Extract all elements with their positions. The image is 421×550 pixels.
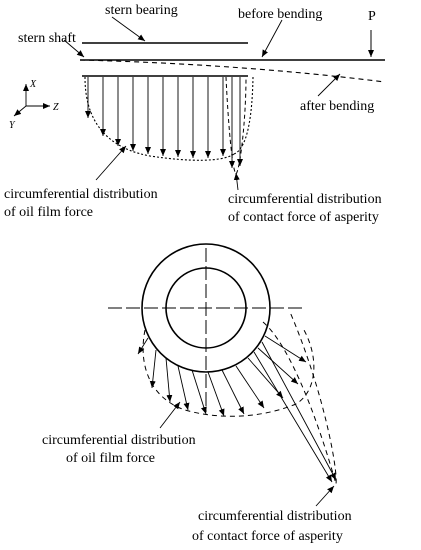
after-bending-label: after bending	[300, 99, 374, 114]
oil-film-envelope-bottom	[142, 329, 315, 417]
axis-y-label: Y	[9, 120, 16, 131]
oil-film-envelope	[84, 76, 235, 161]
oil-film-tail	[233, 76, 254, 155]
oil-film-top-label-1: circumferential distribution	[4, 187, 158, 202]
bearing-outer-circle	[141, 243, 271, 373]
radial-arrow	[221, 369, 245, 415]
radial-arrow	[177, 365, 190, 411]
axis-x-label: X	[29, 79, 37, 90]
asperity-envelope-top	[225, 76, 247, 175]
oil-film-force-arrows	[85, 77, 226, 158]
oil-film-top-label-2: of oil film force	[4, 205, 93, 220]
oil-film-bottom-leader	[159, 401, 181, 429]
asperity-bottom-leader	[315, 485, 335, 507]
radial-arrow	[257, 347, 299, 385]
radial-arrow	[235, 365, 265, 409]
asperity-force-bottom	[253, 341, 337, 483]
stern-bearing-leader	[111, 16, 146, 42]
stern-bearing-label: stern bearing	[105, 3, 178, 18]
oil-film-bottom-label-1: circumferential distribution	[42, 433, 196, 448]
axis-y	[13, 105, 27, 117]
radial-arrow	[191, 369, 207, 415]
radial-arrow	[264, 335, 307, 363]
shaft-curve-after-bending	[79, 59, 386, 83]
asperity-envelope-bottom	[262, 311, 337, 485]
asperity-arrow	[253, 351, 333, 483]
coordinate-axes	[13, 84, 50, 117]
asperity-bottom-label-2: of contact force of asperity	[192, 529, 343, 544]
cross-section-diagram	[108, 243, 337, 507]
asperity-top-leader	[233, 172, 240, 191]
stern-shaft-leader	[63, 39, 85, 58]
asperity-bottom-label-1: circumferential distribution	[198, 509, 352, 524]
radial-arrow	[149, 349, 157, 389]
side-view-diagram	[13, 16, 386, 191]
radial-arrow	[165, 357, 173, 403]
asperity-top-label-2: of contact force of asperity	[228, 210, 379, 225]
before-bending-leader	[261, 19, 283, 58]
radial-arrow	[207, 371, 225, 417]
asperity-top-label-1: circumferential distribution	[228, 192, 382, 207]
load-label: P	[368, 9, 376, 24]
axis-z-label: Z	[53, 102, 59, 113]
stern-shaft-label: stern shaft	[18, 31, 76, 46]
oil-film-bottom-label-2: of oil film force	[66, 451, 155, 466]
asperity-arrow	[261, 341, 337, 481]
radial-arrow	[137, 337, 149, 355]
oil-film-top-leader	[95, 145, 127, 181]
before-bending-label: before bending	[238, 7, 322, 22]
asperity-force-top	[229, 77, 243, 168]
shaft-inner-circle	[165, 267, 247, 349]
radial-force-arrows	[137, 335, 307, 417]
after-bending-leader	[317, 73, 341, 97]
